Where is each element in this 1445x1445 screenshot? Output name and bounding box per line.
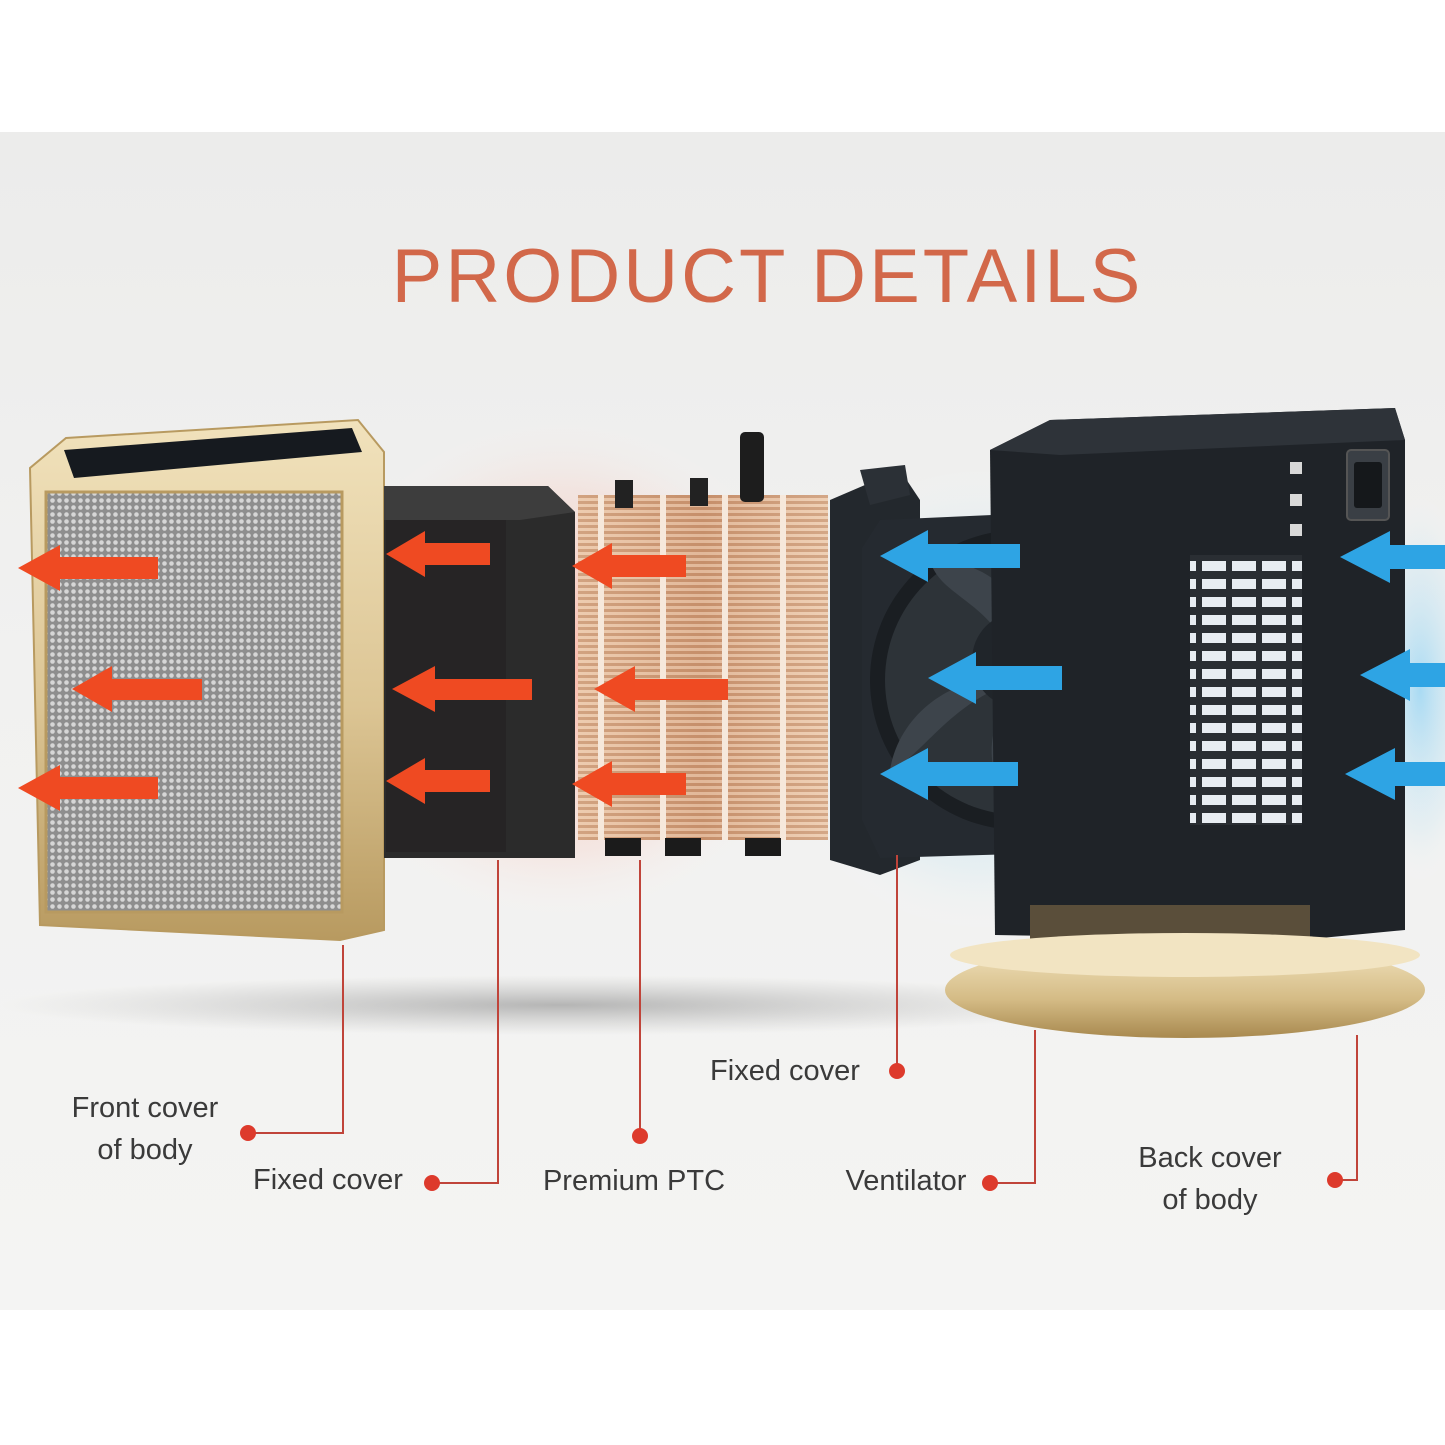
label-back-cover-line2: of body — [1162, 1184, 1258, 1216]
back-cover — [990, 408, 1405, 940]
label-front-cover-line2: of body — [97, 1134, 193, 1166]
left-arrow-icon — [18, 765, 158, 811]
left-arrow-icon — [1340, 531, 1445, 583]
power-switch-icon — [1346, 449, 1390, 521]
left-arrow-icon — [880, 530, 1020, 582]
callout-dots — [240, 1063, 1343, 1191]
base-stand — [945, 905, 1425, 1038]
left-arrow-icon — [594, 666, 728, 712]
label-fixed-cover-front: Fixed cover — [253, 1164, 403, 1196]
label-front-cover: Front cover of body — [45, 1087, 245, 1171]
left-arrow-icon — [880, 748, 1018, 800]
left-arrow-icon — [1345, 748, 1445, 800]
label-front-cover-line1: Front cover — [71, 1092, 219, 1124]
label-fixed-cover-back: Fixed cover — [710, 1055, 860, 1087]
left-arrow-icon — [386, 531, 490, 577]
front-cover — [28, 418, 385, 942]
label-back-cover: Back cover of body — [1110, 1137, 1310, 1221]
left-arrow-icon — [386, 758, 490, 804]
label-premium-ptc: Premium PTC — [542, 1165, 726, 1197]
left-arrow-icon — [928, 652, 1062, 704]
left-arrow-icon — [572, 543, 686, 589]
page-title: PRODUCT DETAILS — [391, 234, 1144, 319]
left-arrow-icon — [572, 761, 686, 807]
left-arrow-icon — [18, 545, 158, 591]
left-arrow-icon — [72, 666, 202, 712]
left-arrow-icon — [1360, 649, 1445, 701]
callout-lines — [252, 855, 1358, 1184]
label-back-cover-line1: Back cover — [1138, 1142, 1282, 1174]
left-arrow-icon — [392, 666, 532, 712]
label-ventilator: Ventilator — [845, 1165, 967, 1197]
floor-shadow — [0, 975, 1120, 1035]
